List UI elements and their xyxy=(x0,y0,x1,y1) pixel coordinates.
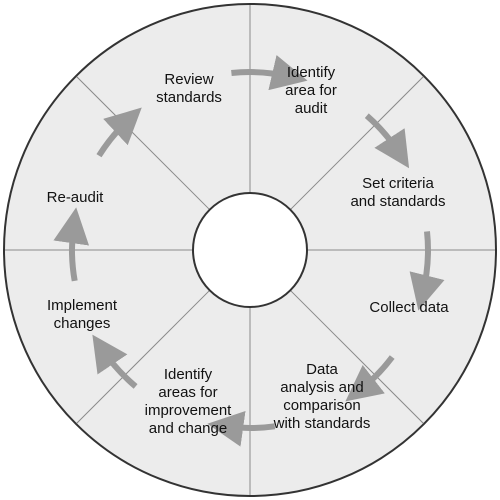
step-label-line: standards xyxy=(156,89,222,106)
cycle-arrow xyxy=(96,107,142,158)
segment-dividers xyxy=(5,5,495,495)
cycle-arrows xyxy=(53,55,445,447)
step-label-line: Review xyxy=(164,71,213,88)
step-label-re-audit: Re-audit xyxy=(47,189,105,206)
segment-divider xyxy=(289,76,424,211)
step-label-line: changes xyxy=(54,315,111,332)
cycle-arrow xyxy=(364,113,410,169)
step-label-line: areas for xyxy=(158,384,217,401)
step-label-line: Set criteria xyxy=(362,175,434,192)
segment-divider xyxy=(289,289,424,424)
center-hole xyxy=(192,192,308,308)
cycle-arrow xyxy=(53,207,90,282)
cycle-arrow xyxy=(92,334,138,389)
step-label-line: audit xyxy=(295,100,328,117)
step-label-collect-data: Collect data xyxy=(369,299,449,316)
segment-divider xyxy=(76,289,211,424)
step-label-line: area for xyxy=(285,82,337,99)
step-label-line: comparison xyxy=(283,397,361,414)
step-label-line: Re-audit xyxy=(47,189,105,206)
step-label-line: Identify xyxy=(164,366,213,383)
step-label-line: Implement xyxy=(47,297,118,314)
step-label-line: improvement xyxy=(145,402,233,419)
step-label-line: Data xyxy=(306,361,338,378)
step-label-line: analysis and xyxy=(280,379,363,396)
cycle-arrow xyxy=(207,410,276,447)
cycle-arrow xyxy=(231,55,308,91)
cycle-arrow xyxy=(345,355,395,402)
step-label-line: with standards xyxy=(273,415,371,432)
step-label-line: and change xyxy=(149,420,227,437)
step-label-line: Identify xyxy=(287,64,336,81)
cycle-arrow xyxy=(409,231,445,311)
step-label-line: Collect data xyxy=(369,299,449,316)
segment-divider xyxy=(76,76,211,211)
step-label-line: and standards xyxy=(350,193,445,210)
